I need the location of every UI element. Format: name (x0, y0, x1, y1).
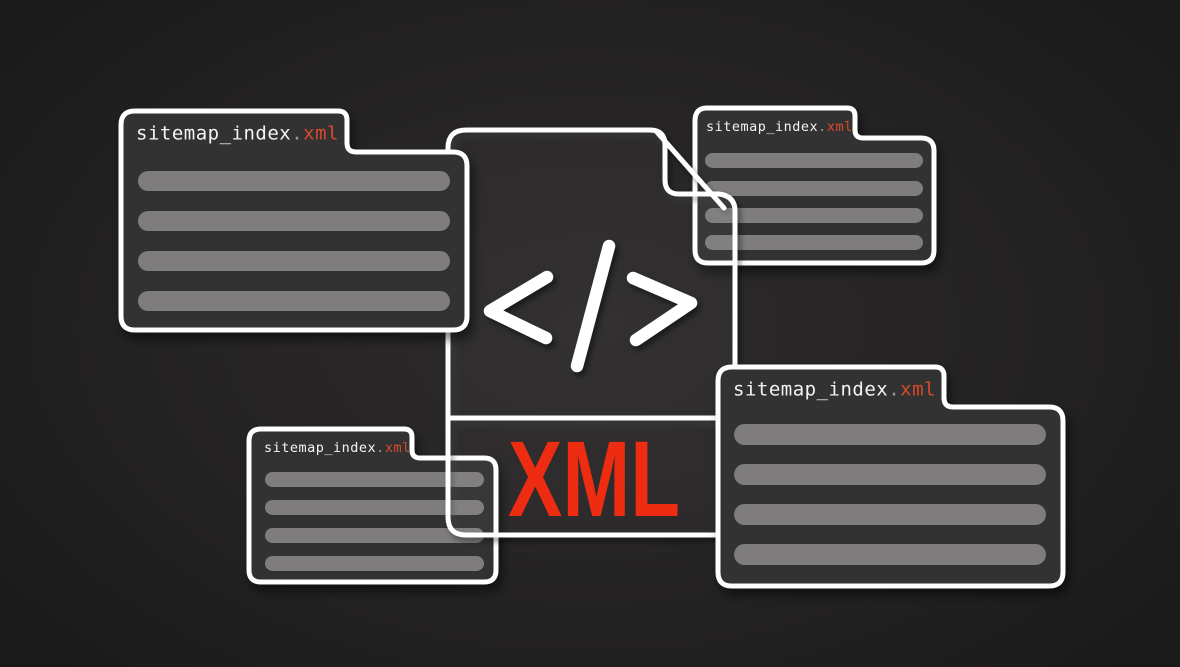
chevron-right-icon (626, 271, 698, 347)
placeholder-lines (138, 171, 450, 311)
placeholder-lines (265, 472, 484, 571)
filename: sitemap_index.xml (264, 440, 411, 456)
placeholder-line (265, 556, 484, 571)
placeholder-line (705, 153, 923, 168)
placeholder-line (138, 291, 450, 311)
slash-icon (570, 239, 616, 373)
chevron-left-icon (483, 270, 554, 345)
folded-corner-crease (653, 128, 727, 211)
placeholder-line (265, 500, 484, 515)
filename: sitemap_index.xml (733, 379, 936, 401)
placeholder-line (138, 171, 450, 191)
placeholder-lines (734, 424, 1046, 565)
filename: sitemap_index.xml (136, 123, 339, 145)
placeholder-line (734, 544, 1046, 565)
xml-label: XML (508, 418, 680, 539)
placeholder-line (265, 528, 484, 543)
placeholder-line (265, 472, 484, 487)
placeholder-line (734, 424, 1046, 445)
placeholder-line (138, 211, 450, 231)
document-page-shape (445, 127, 738, 538)
placeholder-line (705, 235, 923, 250)
placeholder-line (705, 181, 923, 196)
file-card-top-right: sitemap_index.xml (692, 105, 937, 266)
placeholder-line (705, 208, 923, 223)
code-icon (483, 239, 698, 373)
file-card-top-left: sitemap_index.xml (118, 108, 470, 333)
placeholder-line (734, 504, 1046, 525)
placeholder-lines (705, 153, 923, 250)
file-card-bottom-left: sitemap_index.xml (246, 426, 499, 585)
xml-document-outline (445, 127, 738, 538)
filename: sitemap_index.xml (706, 119, 853, 135)
placeholder-line (138, 251, 450, 271)
file-card-bottom-right: sitemap_index.xml (715, 364, 1066, 589)
placeholder-line (734, 464, 1046, 485)
